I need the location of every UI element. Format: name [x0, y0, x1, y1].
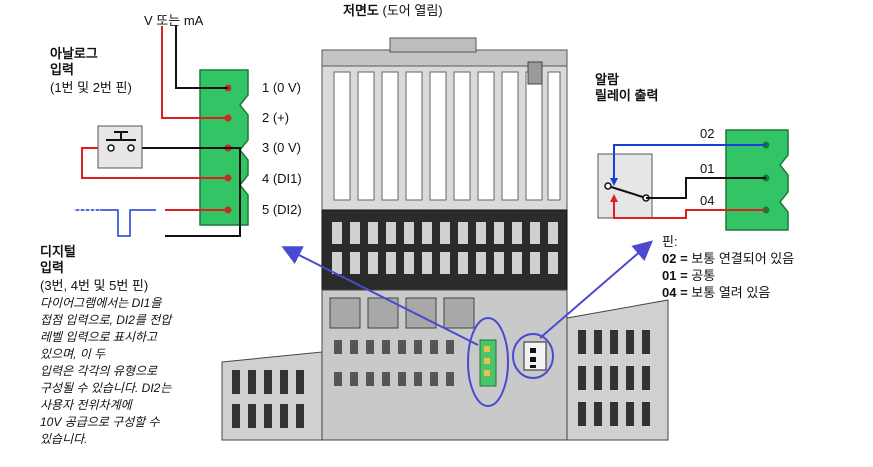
wire-relay-02 [613, 144, 766, 180]
analog-input-title-1: 아날로그 [50, 46, 98, 61]
pin-legend-sep: = [676, 285, 692, 300]
pin-legend-item-04: 04 = 보통 열려 있음 [662, 285, 770, 301]
view-title-bold: 저면도 [343, 3, 379, 18]
right-extension [566, 299, 669, 441]
fan-grille [321, 209, 568, 291]
analog-input-subtitle: (1번 및 2번 핀) [50, 80, 132, 95]
callout-arrow-relay [539, 240, 654, 339]
alarm-relay-title-2: 릴레이 출력 [595, 88, 659, 103]
digital-note-line-2: 접점 입력으로, DI2를 전압 [40, 313, 172, 327]
terminal-pin-1: 1 (0 V) [262, 80, 302, 95]
pin-legend-item-02: 02 = 보통 연결되어 있음 [662, 251, 794, 267]
pin-legend-num: 02 [662, 251, 677, 266]
pin-legend-title: 핀: [662, 234, 678, 249]
digital-note-line-9: 있습니다. [40, 432, 88, 446]
contact-switch-icon [97, 125, 143, 169]
view-title: 저면도 (도어 열림) [343, 3, 443, 19]
wire-relay-01 [646, 177, 766, 199]
digital-input-title-2: 입력 [40, 260, 64, 275]
wire-pin3-common [165, 147, 241, 237]
digital-note-line-5: 입력은 각각의 유형으로 [40, 364, 158, 378]
digital-note-line-1: 다이어그램에서는 DI1을 [40, 296, 162, 310]
terminal-pin-2: 2 (+) [262, 110, 290, 125]
digital-note-line-6: 구성될 수 있습니다. DI2는 [40, 381, 172, 395]
relay-terminal-block [725, 129, 789, 231]
callout-arrow-analog [281, 246, 479, 346]
pin-legend-item-01: 01 = 공통 [662, 268, 715, 284]
analog-input-title-2: 입력 [50, 62, 74, 77]
terminal-pin-3: 3 (0 V) [262, 140, 302, 155]
digital-input-title-1: 디지털 [40, 244, 76, 259]
digital-note-line-8: 10V 공급으로 구성할 수 [40, 415, 160, 429]
pin-legend-desc: 공통 [691, 268, 716, 283]
pin-legend-desc: 보통 연결되어 있음 [691, 251, 795, 266]
wire-pin1 [175, 26, 228, 89]
relay-switch-icon [597, 153, 653, 219]
heatsink [321, 37, 568, 211]
signal-label: V 또는 mA [144, 13, 204, 28]
relay-pin-01: 01 [700, 161, 715, 176]
relay-pin-04: 04 [700, 193, 715, 208]
left-extension [221, 351, 323, 441]
lower-chassis [321, 289, 568, 441]
wire-pin4 [81, 147, 228, 179]
digital-note-line-7: 사용자 전위차계에 [40, 398, 132, 412]
pin-legend-sep: = [676, 251, 692, 266]
pin-legend-sep: = [676, 268, 692, 283]
digital-input-subtitle: (3번, 4번 및 5번 핀) [40, 278, 149, 293]
terminal-pin-5: 5 (DI2) [262, 202, 302, 217]
alarm-relay-title-1: 알람 [595, 72, 619, 87]
pin-legend-desc: 보통 열려 있음 [691, 285, 771, 300]
terminal-pin-4: 4 (DI1) [262, 171, 302, 186]
digital-note-line-4: 있으며, 이 두 [40, 347, 106, 361]
wire-pin2 [161, 26, 228, 119]
pin-legend-num: 04 [662, 285, 677, 300]
digital-note-line-3: 레벨 입력으로 표시하고 [40, 330, 158, 344]
pulse-signal-icon [74, 209, 156, 237]
wire-relay-04 [613, 198, 766, 219]
pin-legend-num: 01 [662, 268, 677, 283]
view-title-rest: (도어 열림) [378, 3, 443, 18]
relay-pin-02: 02 [700, 126, 715, 141]
